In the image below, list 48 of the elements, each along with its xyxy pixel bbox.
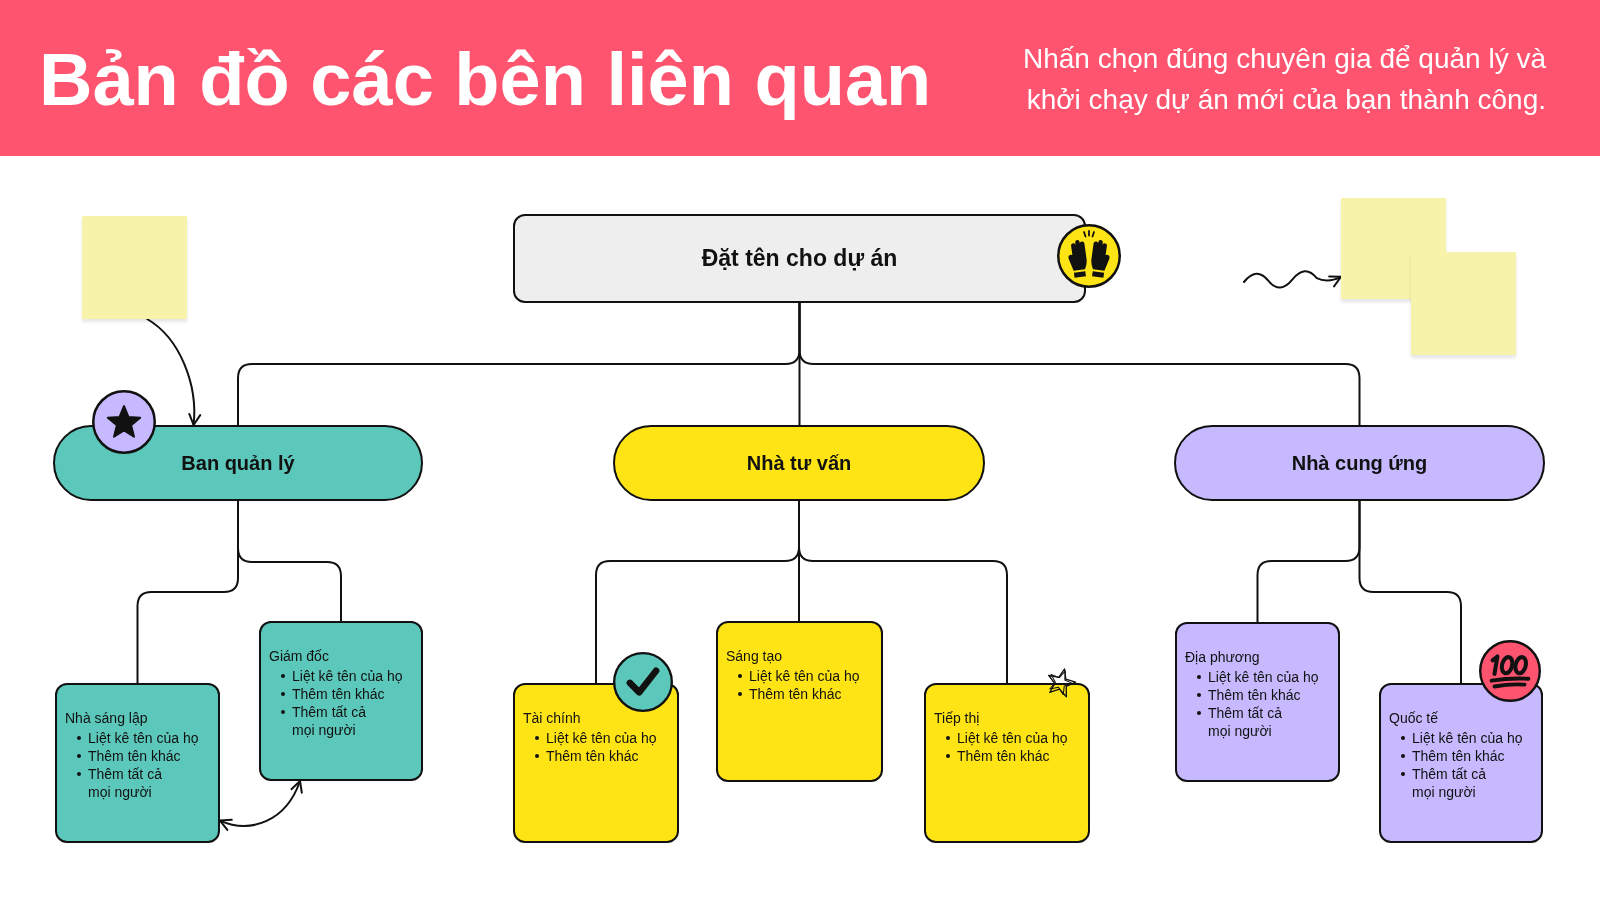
bullet-item: Thêm tên khác bbox=[532, 747, 639, 765]
stakeholder-card bbox=[513, 683, 679, 843]
group-title: Ban quản lý bbox=[181, 451, 295, 475]
page-title: Bản đồ các bên liên quan bbox=[39, 37, 932, 123]
bullet-item: Liệt kê tên của họ bbox=[943, 729, 1068, 747]
bullet-item: Liệt kê tên của họ bbox=[532, 729, 657, 747]
bullet-item: Thêm tất cả mọi người bbox=[1194, 704, 1302, 740]
bullet-item: Thêm tất cả mọi người bbox=[74, 765, 182, 801]
card-heading: Giám đốc bbox=[269, 647, 329, 665]
bullet-item: Thêm tên khác bbox=[735, 685, 842, 703]
stakeholder-card bbox=[1379, 683, 1543, 843]
connector-line bbox=[798, 500, 1008, 684]
connector-line bbox=[798, 302, 1361, 426]
curved-double-arrow bbox=[219, 780, 303, 831]
sticky-note bbox=[82, 216, 187, 319]
card-heading: Địa phương bbox=[1185, 648, 1260, 666]
connector-line bbox=[1358, 500, 1462, 684]
group-title: Nhà tư vấn bbox=[746, 451, 852, 475]
stakeholder-card bbox=[259, 621, 423, 781]
bullet-item: Thêm tên khác bbox=[943, 747, 1050, 765]
card-heading: Quốc tế bbox=[1389, 709, 1439, 727]
card-heading: Tài chính bbox=[523, 709, 581, 727]
stakeholder-card bbox=[55, 683, 220, 843]
group-title: Nhà cung ứng bbox=[1291, 451, 1428, 475]
curved-arrow bbox=[146, 318, 201, 426]
sticky-note bbox=[1411, 252, 1516, 355]
bullet-item: Thêm tên khác bbox=[1194, 686, 1301, 704]
card-heading: Nhà sáng lập bbox=[65, 709, 148, 727]
bullet-item: Liệt kê tên của họ bbox=[1398, 729, 1523, 747]
card-heading: Tiếp thị bbox=[934, 709, 980, 727]
card-heading: Sáng tạo bbox=[726, 647, 783, 665]
subtitle: Nhấn chọn đúng chuyên gia để quản lý và khởi chạy dự án mới của bạn thành công. bbox=[1021, 42, 1546, 117]
stakeholder-card bbox=[716, 621, 883, 782]
project-box bbox=[513, 214, 1086, 303]
stakeholder-card bbox=[1175, 622, 1340, 782]
bullet-item: Liệt kê tên của họ bbox=[74, 729, 199, 747]
squiggle-arrow bbox=[1243, 270, 1342, 289]
bullet-item: Thêm tên khác bbox=[1398, 747, 1505, 765]
bullet-item: Thêm tất cả mọi người bbox=[278, 703, 386, 739]
bullet-item: Thêm tất cả mọi người bbox=[1398, 765, 1506, 801]
bullet-item: Liệt kê tên của họ bbox=[735, 667, 860, 685]
bullet-item: Liệt kê tên của họ bbox=[1194, 668, 1319, 686]
project-title: Đặt tên cho dự án bbox=[701, 244, 898, 273]
bullet-item: Thêm tên khác bbox=[74, 747, 181, 765]
connector-line bbox=[237, 500, 342, 622]
bullet-item: Thêm tên khác bbox=[278, 685, 385, 703]
bullet-item: Liệt kê tên của họ bbox=[278, 667, 403, 685]
stakeholder-card bbox=[924, 683, 1090, 843]
